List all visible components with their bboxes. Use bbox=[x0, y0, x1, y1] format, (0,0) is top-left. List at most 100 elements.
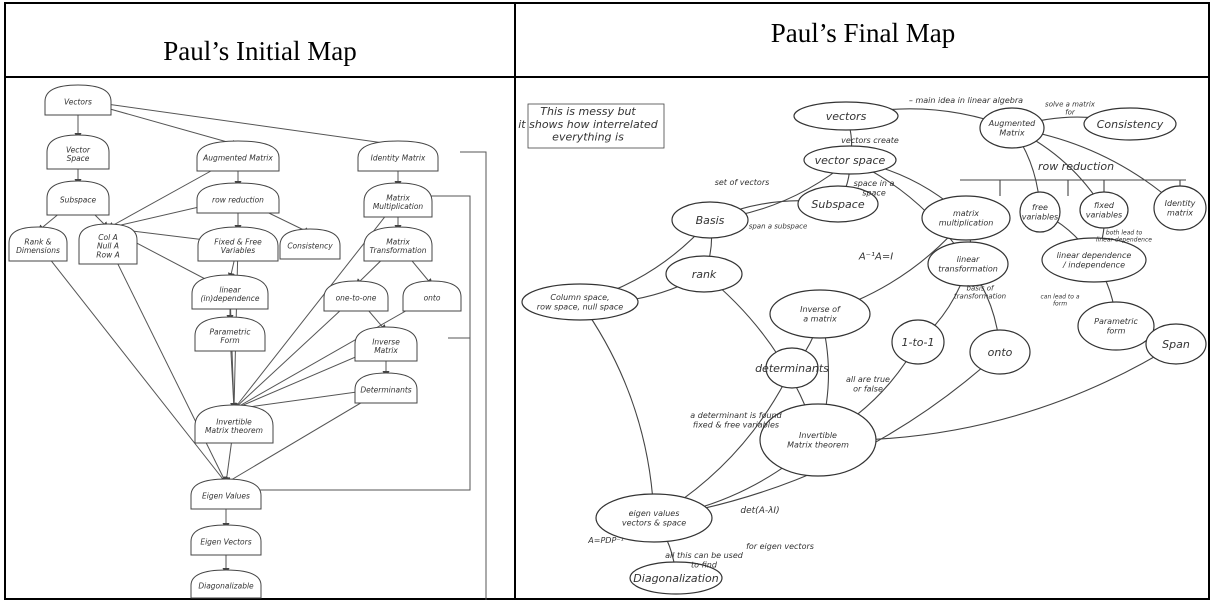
final-note-all_this-label-1: all this can be used bbox=[665, 551, 744, 560]
final-node-vectors: vectors bbox=[793, 101, 899, 131]
initial-node-row_reduction: row reduction bbox=[196, 182, 280, 214]
initial-parametric-label-2: Form bbox=[220, 336, 239, 345]
initial-node-consistency: Consistency bbox=[279, 228, 341, 260]
final-col_space-label-2: row space, null space bbox=[537, 302, 624, 311]
initial-edge-determinants-to-eigenvalues bbox=[225, 387, 387, 484]
initial-node-lin_indep: linear(in)dependence bbox=[191, 274, 269, 310]
final-node-consistency: Consistency bbox=[1083, 107, 1177, 141]
initial-col_null_row-label-2: Null A bbox=[97, 242, 119, 251]
initial-node-vectors: Vectors bbox=[44, 84, 112, 116]
final-note-both_lead-label-2: linear dependence bbox=[1096, 237, 1152, 244]
initial-mat_trans-label-1: Matrix bbox=[386, 237, 410, 246]
final-note-space_in_space-label-1: space in a bbox=[854, 179, 895, 188]
initial-edge-vectors-to-identity bbox=[77, 99, 399, 148]
initial-edge-one_to_one-to-imt bbox=[233, 295, 357, 410]
final-note-row_reduction-label-1: row reduction bbox=[1038, 160, 1114, 173]
column-divider bbox=[514, 4, 516, 598]
final-vectors-label-1: vectors bbox=[826, 110, 867, 123]
initial-node-diagonalizable: Diagonalizable bbox=[190, 569, 262, 599]
final-note-set_of_vectors-label-1: set of vectors bbox=[715, 178, 770, 187]
final-augmented-label-1: Augmented bbox=[988, 119, 1036, 128]
final-note-row_reduction: row reduction bbox=[1038, 160, 1114, 173]
final-basis-label-1: Basis bbox=[696, 214, 725, 227]
initial-one_to_one-label-1: one-to-one bbox=[336, 294, 377, 303]
initial-route-line-1 bbox=[460, 151, 487, 600]
final-imt-label-1: Invertible bbox=[799, 431, 837, 440]
final-note-space_in_space-label-2: space bbox=[862, 188, 886, 197]
final-note-all_are-label-2: or false bbox=[853, 384, 883, 393]
final-note-messy-label-1: This is messy but bbox=[540, 105, 636, 118]
initial-inverse-label-2: Matrix bbox=[374, 346, 398, 355]
final-determinants-label-1: determinants bbox=[755, 362, 829, 375]
initial-parametric-label-1: Parametric bbox=[210, 327, 252, 336]
final-note-span_subspace-label-1: span a subspace bbox=[749, 222, 808, 230]
final-note-messy-label-3: everything is bbox=[552, 131, 624, 144]
final-diag-label-1: Diagonalization bbox=[633, 572, 718, 585]
initial-edge-onto-to-imt bbox=[233, 295, 433, 410]
final-subspace-label-1: Subspace bbox=[811, 198, 864, 211]
final-mat_mult-label-1: matrix bbox=[953, 209, 979, 218]
initial-augmented-label-1: Augmented Matrix bbox=[202, 154, 273, 163]
final-note-eig_vec: for eigen vectors bbox=[746, 542, 814, 551]
initial-rank_dim-label-1: Rank & bbox=[24, 237, 51, 246]
final-note-main_idea: – main idea in linear algebra bbox=[909, 96, 1023, 105]
initial-node-eigenvalues: Eigen Values bbox=[190, 478, 262, 510]
initial-mat_mult-label-2: Multiplication bbox=[373, 202, 424, 211]
final-note-can_lead-label-1: can lead to a bbox=[1040, 294, 1079, 301]
initial-consistency-label-1: Consistency bbox=[287, 242, 333, 251]
final-note-aa_i-label-1: A⁻¹A=I bbox=[858, 252, 893, 263]
initial-determinants-label-1: Determinants bbox=[360, 386, 411, 395]
final-row-reduction-bar bbox=[960, 179, 1186, 196]
final-node-onto: onto bbox=[969, 329, 1031, 375]
initial-diagonalizable-label-1: Diagonalizable bbox=[198, 582, 254, 591]
final-free_var-label-2: variables bbox=[1022, 212, 1058, 221]
final-note-all_are-label-1: all are true bbox=[846, 375, 890, 384]
final-lin_trans-label-1: linear bbox=[957, 255, 980, 264]
final-note-basis_of-label-1: basis of bbox=[967, 284, 995, 292]
initial-row_reduction-label-1: row reduction bbox=[212, 196, 264, 205]
final-imt-label-2: Matrix theorem bbox=[787, 440, 849, 449]
final-augmented-label-2: Matrix bbox=[999, 128, 1024, 137]
initial-eigenvectors-label-1: Eigen Vectors bbox=[200, 538, 251, 547]
initial-eigenvalues-label-1: Eigen Values bbox=[202, 492, 250, 501]
final-note-span_subspace: span a subspace bbox=[749, 222, 808, 230]
final-note-all_this-label-2: to find bbox=[691, 560, 718, 569]
initial-vector_space-label-1: Vector bbox=[66, 145, 91, 154]
final-vector_space-label-1: vector space bbox=[815, 154, 886, 167]
final-identity-label-1: Identity bbox=[1165, 199, 1196, 208]
initial-imt-label-2: Matrix theorem bbox=[205, 426, 263, 435]
initial-rank_dim-label-2: Dimensions bbox=[16, 246, 60, 255]
header-divider bbox=[6, 76, 1208, 78]
final-node-span: Span bbox=[1145, 323, 1207, 365]
final-note-a_pdp-label-1: A=PDP⁻¹ bbox=[587, 536, 623, 545]
final-eigen-label-1: eigen values bbox=[629, 509, 680, 518]
final-note-vectors_create-label-1: vectors create bbox=[841, 136, 899, 145]
final-mat_mult-label-2: multiplication bbox=[939, 218, 994, 227]
final-note-both_lead-label-1: both lead to bbox=[1106, 230, 1143, 237]
final-inverse-label-1: Inverse of bbox=[800, 305, 841, 314]
final-node-diag: Diagonalization bbox=[629, 561, 723, 595]
final-lin_trans-label-2: transformation bbox=[938, 264, 998, 273]
initial-route-line-2 bbox=[430, 195, 471, 339]
final-node-basis: Basis bbox=[671, 201, 749, 239]
initial-lin_indep-label-1: linear bbox=[219, 285, 241, 294]
final-note-det_a-label-1: det(A-λI) bbox=[740, 506, 779, 516]
final-col_space-label-1: Column space, bbox=[550, 293, 609, 302]
